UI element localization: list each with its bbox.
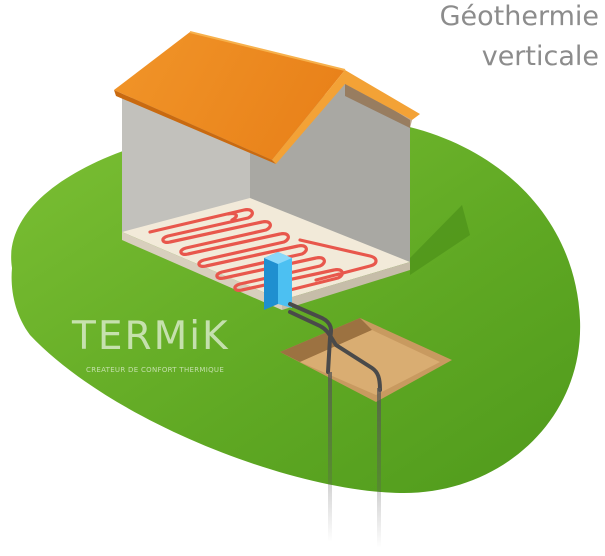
vertical-probe-left <box>328 372 332 542</box>
roof-right-slope <box>272 70 420 164</box>
heat-pump-top <box>264 252 292 264</box>
vertical-probe-right <box>377 388 381 548</box>
heat-pump-side <box>278 252 292 308</box>
pit-inner-wall <box>280 318 372 362</box>
termik-tagline-watermark: CREATEUR DE CONFORT THERMIQUE <box>86 366 225 374</box>
underfloor-heating-pipe <box>148 208 378 292</box>
roof-eave-edge <box>114 90 276 164</box>
house-wall-shade <box>122 98 250 232</box>
floor-front-edge-right <box>282 262 410 310</box>
title-line-1: Géothermie <box>439 1 599 32</box>
ground-pipe-return <box>288 310 382 392</box>
termik-logo-watermark: TERMiK <box>72 314 230 359</box>
roof-ridge-line <box>189 31 346 71</box>
house-shadow <box>410 205 470 275</box>
roof-left-slope <box>114 32 345 160</box>
pit-floor <box>300 330 440 395</box>
heat-pump-front <box>264 252 278 310</box>
title-line-2: verticale <box>481 41 599 72</box>
roof-underside <box>345 84 412 128</box>
